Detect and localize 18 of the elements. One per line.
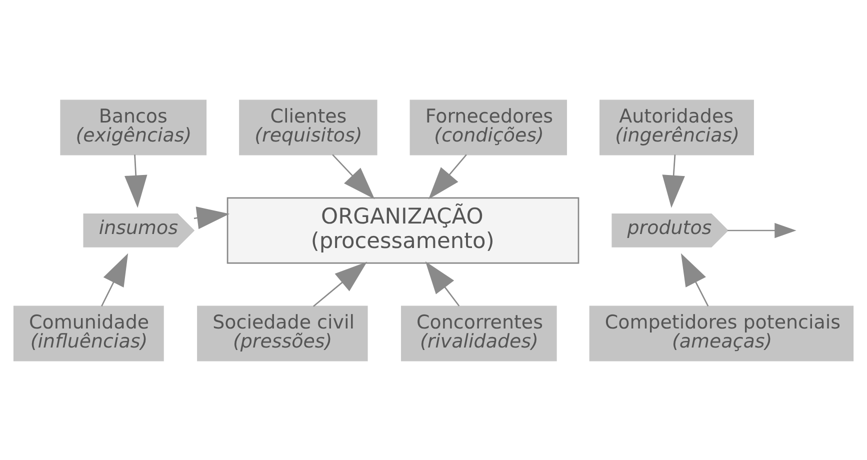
arrow bbox=[680, 252, 709, 306]
arrow bbox=[425, 260, 460, 306]
arrow bbox=[728, 222, 796, 238]
node-box: Fornecedores (condições) bbox=[410, 99, 567, 155]
node-box: Comunidade (influências) bbox=[13, 305, 164, 361]
arrow bbox=[428, 154, 467, 199]
arrow bbox=[662, 154, 685, 208]
node-box: Competidores potenciais (ameaças) bbox=[589, 305, 854, 361]
arrow bbox=[332, 154, 375, 199]
arrow bbox=[124, 154, 148, 208]
node-box: Clientes (requisitos) bbox=[239, 99, 378, 155]
node-box: Sociedade civil (pressões) bbox=[197, 305, 368, 361]
arrow bbox=[312, 261, 368, 306]
arrow bbox=[101, 252, 128, 306]
node-box: Concorrentes (rivalidades) bbox=[400, 305, 557, 361]
node-box: Bancos (exigências) bbox=[60, 99, 207, 155]
node-box: Autoridades (ingerências) bbox=[599, 99, 754, 155]
node-box: ORGANIZAÇÃO (processamento) bbox=[226, 196, 580, 264]
